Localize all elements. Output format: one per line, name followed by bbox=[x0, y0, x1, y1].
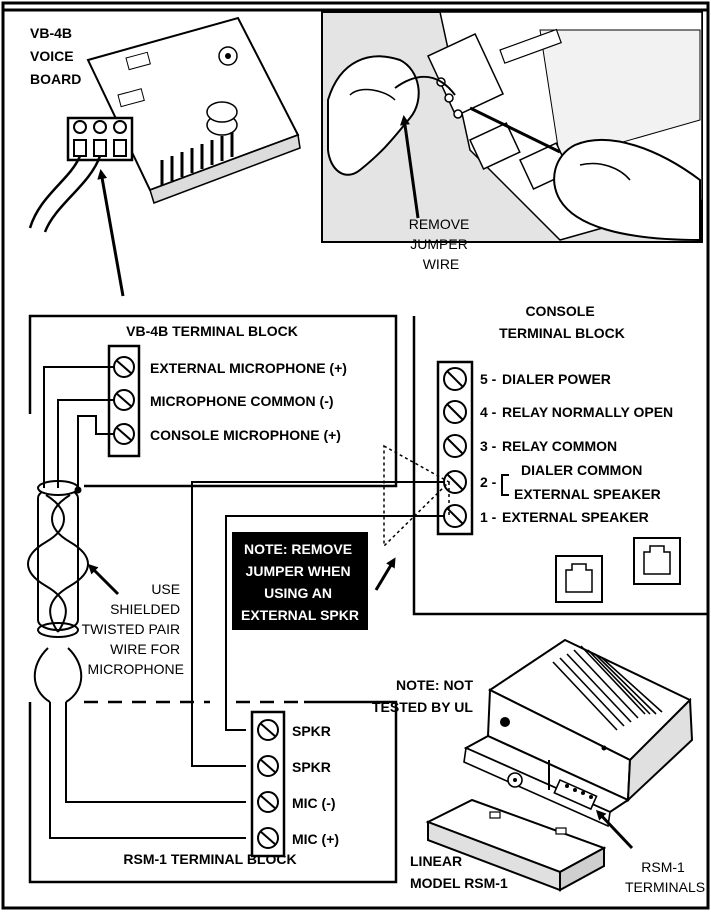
jumper-arrow bbox=[400, 115, 420, 219]
wire-spkr-b bbox=[225, 515, 444, 731]
voice-board-title: VB-4B VOICE BOARD bbox=[30, 25, 81, 87]
remove-jumper-label: REMOVE JUMPER WIRE bbox=[409, 216, 474, 272]
console-terminal-3 bbox=[443, 434, 467, 458]
console-terminal-2-label-a: DIALER COMMON bbox=[521, 462, 642, 478]
console-terminal-2 bbox=[443, 470, 467, 494]
rsm-terminal-label-4: MIC (+) bbox=[292, 831, 339, 847]
vb4b-box bbox=[28, 314, 398, 488]
rsm-terminal-label-3: MIC (-) bbox=[292, 795, 336, 811]
vb4b-terminal-ext-mic bbox=[113, 356, 135, 378]
console-terminal-4-label: RELAY NORMALLY OPEN bbox=[502, 404, 673, 420]
phone-jack-right bbox=[633, 537, 681, 585]
console-terminal-5-num: 5 - bbox=[480, 371, 497, 387]
wires bbox=[43, 366, 444, 839]
vb4b-title: VB-4B TERMINAL BLOCK bbox=[126, 323, 298, 339]
board-connector-arrow bbox=[97, 169, 125, 297]
cable-arrow bbox=[87, 563, 120, 596]
rsm-terminal-label-1: SPKR bbox=[292, 723, 331, 739]
vb4b-terminal-label-1: EXTERNAL MICROPHONE (+) bbox=[150, 360, 347, 376]
wire-ext-mic bbox=[43, 366, 114, 488]
voice-board-illustration bbox=[28, 16, 301, 233]
console-title: CONSOLE TERMINAL BLOCK bbox=[499, 303, 625, 341]
jumper-note-text: NOTE: REMOVE JUMPER WHEN USING AN EXTERN… bbox=[241, 541, 359, 623]
console-terminal-4-num: 4 - bbox=[480, 404, 497, 420]
vb4b-terminal-label-2: MICROPHONE COMMON (-) bbox=[150, 393, 334, 409]
wire-spkr-a bbox=[191, 481, 444, 767]
rsm-device-illustration bbox=[425, 638, 694, 892]
wire-shield bbox=[77, 415, 114, 490]
rsm-terminal-spkr-2 bbox=[257, 755, 279, 777]
rsm-terminals-arrow bbox=[595, 809, 634, 850]
rsm-terminal-label-2: SPKR bbox=[292, 759, 331, 775]
console-terminal-1 bbox=[443, 504, 467, 528]
console-terminal-2-num: 2 - bbox=[480, 474, 497, 490]
rsm-box bbox=[28, 700, 398, 884]
console-terminal-3-num: 3 - bbox=[480, 438, 497, 454]
twisted-pair-cable bbox=[27, 480, 89, 703]
rsm-model-label: LINEAR MODEL RSM-1 bbox=[410, 853, 508, 891]
wire-mic-minus-rsm bbox=[65, 702, 246, 803]
console-panel-edge bbox=[412, 316, 708, 616]
rsm-terminal-mic-plus bbox=[257, 827, 279, 849]
console-terminal-1-num: 1 - bbox=[480, 509, 497, 525]
jumper-note-arrow bbox=[374, 557, 396, 591]
console-terminal-5-label: DIALER POWER bbox=[502, 371, 611, 387]
ul-note: NOTE: NOT TESTED BY UL bbox=[372, 677, 477, 715]
jumper-wire-dotted bbox=[383, 444, 451, 548]
rsm-terminal-spkr-1 bbox=[257, 719, 279, 741]
jumper-note-box bbox=[232, 532, 368, 630]
console-terminal-3-label: RELAY COMMON bbox=[502, 438, 617, 454]
rsm-terminal-mic-minus bbox=[257, 791, 279, 813]
console-terminal-2-bracket bbox=[501, 474, 509, 496]
wire-mic-common bbox=[57, 399, 114, 488]
console-terminal-2-label-b: EXTERNAL SPEAKER bbox=[514, 486, 661, 502]
twisted-pair-note: USE SHIELDED TWISTED PAIR WIRE FOR MICRO… bbox=[82, 581, 184, 677]
rsm-terminals-label: RSM-1 TERMINALS bbox=[625, 859, 705, 895]
console-terminal-1-label: EXTERNAL SPEAKER bbox=[502, 509, 649, 525]
wire-mic-plus-rsm bbox=[49, 702, 246, 839]
console-terminal-4 bbox=[443, 400, 467, 424]
phone-jack-left bbox=[555, 555, 603, 603]
vb4b-terminal-console-mic bbox=[113, 423, 135, 445]
vb4b-terminal-mic-common bbox=[113, 389, 135, 411]
console-terminal-5 bbox=[443, 367, 467, 391]
vb4b-terminal-label-3: CONSOLE MICROPHONE (+) bbox=[150, 427, 341, 443]
jumper-removal-illustration bbox=[321, 11, 703, 243]
